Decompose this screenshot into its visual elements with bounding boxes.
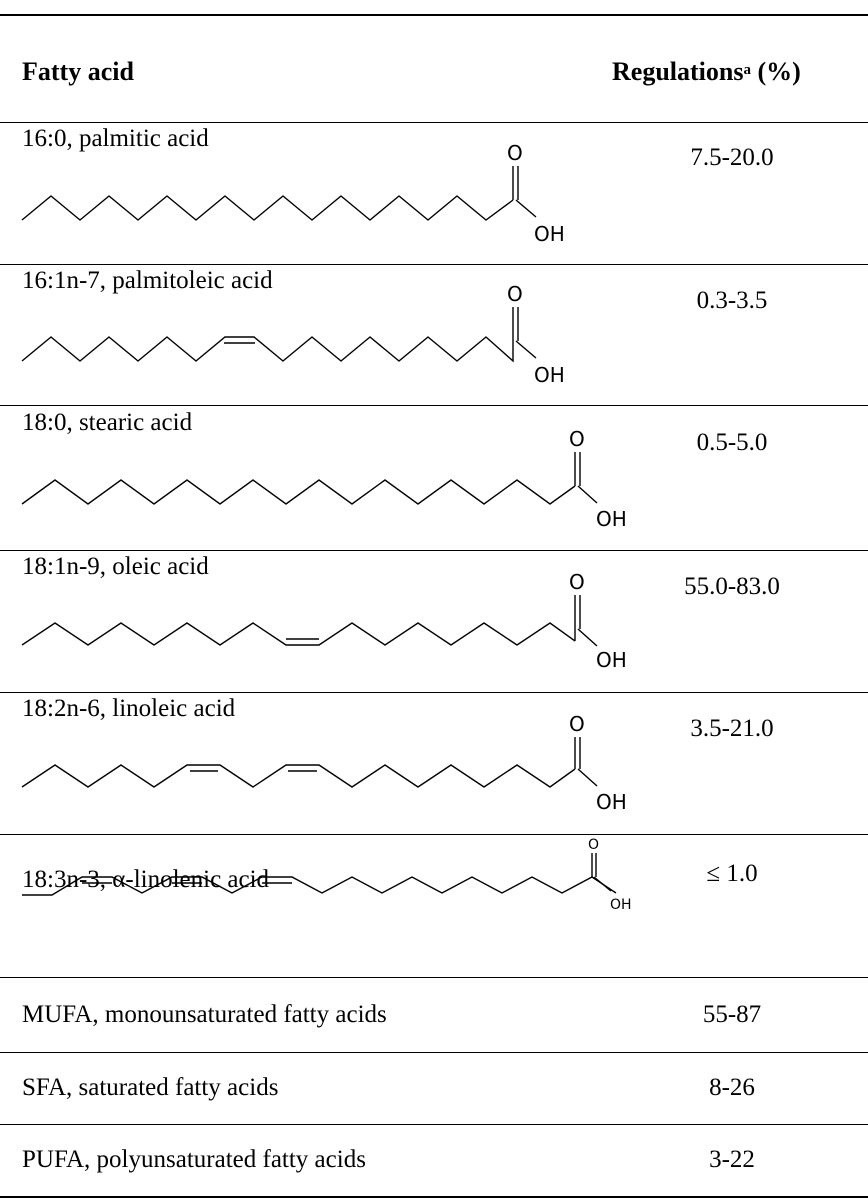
summary-name: MUFA, monounsaturated fatty acids [22,1001,387,1028]
oxygen-label: O [569,712,585,736]
fatty-acid-name: 16:1n-7, palmitoleic acid [22,267,273,294]
row-divider [0,550,868,551]
hydroxyl-label: OH [596,507,627,531]
header-regulations: Regulationsa (%) [612,57,801,87]
oxygen-label: O [507,282,523,306]
summary-value: 3-22 [709,1146,755,1173]
row-divider [0,1124,868,1125]
header-regulations-label: Regulations [612,57,744,86]
oxygen-label: O [569,427,585,451]
hydroxyl-label: OH [534,363,565,387]
alpha-linolenic-acid-structure: O OH [22,837,632,913]
table-bottom-rule [0,1196,868,1198]
summary-value: 8-26 [709,1074,755,1101]
regulation-value: ≤ 1.0 [706,860,758,887]
hydroxyl-label: OH [596,648,627,672]
summary-value: 55-87 [702,1001,762,1028]
row-divider [0,692,868,693]
hydroxyl-label: OH [610,897,632,913]
regulation-value: 0.3-3.5 [696,287,768,314]
fatty-acid-name: 16:0, palmitic acid [22,125,209,152]
hydroxyl-label: OH [596,790,627,814]
row-divider [0,834,868,835]
regulation-value: 0.5-5.0 [696,429,768,456]
hydroxyl-label: OH [534,222,565,246]
fatty-acid-name: 18:2n-6, linoleic acid [22,695,236,722]
fatty-acid-name: 18:1n-9, oleic acid [22,553,209,580]
palmitic-acid-structure: O OH [21,141,565,246]
header-regulations-footnote: a [743,62,751,78]
header-bottom-rule [0,122,868,123]
row-divider [0,1052,868,1053]
row-divider [0,977,868,978]
header-fatty-acid: Fatty acid [22,57,134,86]
oxygen-label: O [588,837,599,853]
oleic-acid-structure: O OH [21,570,627,672]
fatty-acid-name: 18:0, stearic acid [22,409,193,436]
regulation-value: 7.5-20.0 [690,144,774,171]
oxygen-label: O [569,570,585,594]
stearic-acid-structure: O OH [21,427,627,531]
summary-name: PUFA, polyunsaturated fatty acids [22,1146,366,1173]
row-divider [0,405,868,406]
table-top-rule [0,14,868,16]
header-regulations-unit: (%) [750,57,801,86]
linoleic-acid-structure: O OH [21,712,627,814]
regulation-value: 3.5-21.0 [690,715,774,742]
oxygen-label: O [507,141,523,165]
row-divider [0,264,868,265]
palmitoleic-acid-structure: O OH [21,282,565,387]
regulation-value: 55.0-83.0 [684,573,780,600]
summary-name: SFA, saturated fatty acids [22,1074,279,1101]
